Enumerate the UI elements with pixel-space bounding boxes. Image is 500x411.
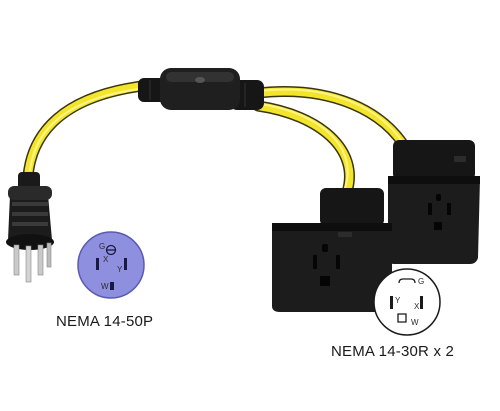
yellow-cables xyxy=(22,79,414,198)
receptacle-face-diagram: G X Y W xyxy=(373,268,441,336)
plug-letter-x: X xyxy=(103,255,109,264)
splitter-junction xyxy=(138,68,264,110)
receptacle-letter-x: X xyxy=(414,302,420,311)
receptacle-upper xyxy=(388,140,480,264)
plug-label: NEMA 14-50P xyxy=(56,313,154,330)
receptacle-lower xyxy=(272,188,392,312)
plug-letter-g: G xyxy=(99,242,105,251)
receptacle-letter-y: Y xyxy=(395,296,401,305)
receptacle-letter-w: W xyxy=(411,318,419,327)
plug-letter-y: Y xyxy=(117,265,123,274)
plug-face-diagram: G X Y W xyxy=(77,231,145,299)
receptacle-letter-g: G xyxy=(418,277,424,286)
plug-letter-w: W xyxy=(101,282,109,291)
nema-14-50p-plug xyxy=(6,172,54,283)
receptacle-label: NEMA 14-30R x 2 xyxy=(331,343,455,360)
